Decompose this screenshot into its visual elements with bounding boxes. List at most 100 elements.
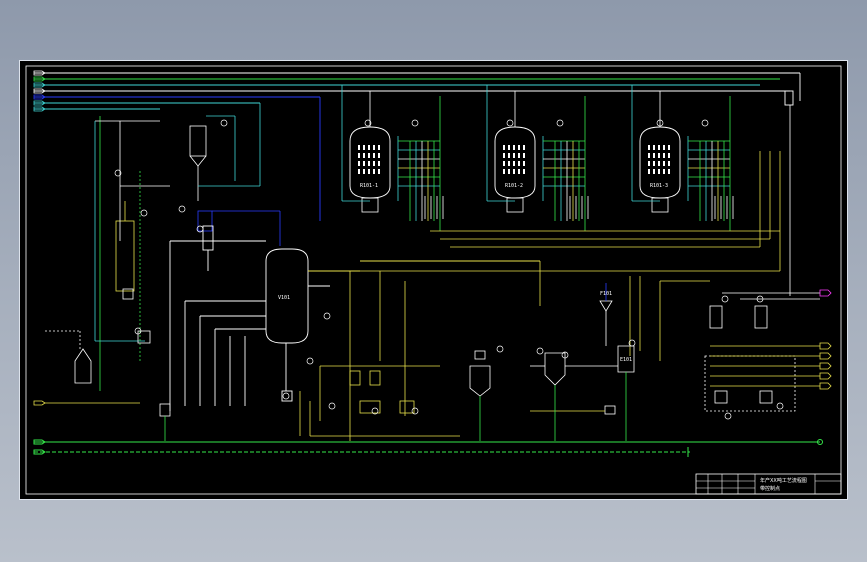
- instrument-bubble: [561, 351, 569, 359]
- right-section: [659, 105, 832, 412]
- instrument-bubble: [496, 345, 504, 353]
- catalyst-mark: [658, 145, 660, 150]
- instrument-bubble: [196, 225, 204, 233]
- catalyst-mark: [653, 161, 655, 166]
- reactor-train: R101-1 R101-2 R101-3: [341, 85, 734, 231]
- instrument-bubble: [282, 392, 290, 400]
- catalyst-mark: [653, 145, 655, 150]
- catalyst-mark: [368, 145, 370, 150]
- instrument-bubble: [114, 169, 122, 177]
- catalyst-mark: [513, 169, 515, 174]
- catalyst-mark: [663, 169, 665, 174]
- instrument-bubble: [536, 347, 544, 355]
- catalyst-mark: [368, 161, 370, 166]
- catalyst-mark: [358, 153, 360, 158]
- instrument-bubble: [724, 412, 732, 420]
- catalyst-mark: [648, 169, 650, 174]
- catalyst-mark: [378, 153, 380, 158]
- catalyst-mark: [523, 169, 525, 174]
- catalyst-mark: [513, 145, 515, 150]
- instrument-bubble: [411, 119, 419, 127]
- catalyst-mark: [373, 169, 375, 174]
- instrument-bubble: [328, 402, 336, 410]
- instrument-bubble: [656, 119, 664, 127]
- catalyst-mark: [653, 153, 655, 158]
- catalyst-mark: [503, 153, 505, 158]
- catalyst-mark: [358, 145, 360, 150]
- catalyst-mark: [373, 145, 375, 150]
- catalyst-mark: [523, 153, 525, 158]
- central-vessel-group: [169, 225, 540, 411]
- instrument-bubble: [134, 327, 142, 335]
- catalyst-mark: [663, 145, 665, 150]
- catalyst-mark: [523, 161, 525, 166]
- catalyst-mark: [668, 169, 670, 174]
- receiver-drum: [469, 365, 491, 397]
- yellow-headers: [299, 151, 781, 441]
- title-block: 年产XX吨工艺流程图 带控制点: [695, 473, 842, 495]
- instrument-bubble: [220, 119, 228, 127]
- catalyst-mark: [373, 153, 375, 158]
- instrument-bubble: [628, 339, 636, 347]
- instrument-bubble: [178, 205, 186, 213]
- left-section: [33, 116, 171, 441]
- reactor-skirt: [506, 197, 524, 213]
- catalyst-mark: [358, 161, 360, 166]
- catalyst-mark: [503, 145, 505, 150]
- instrument-bubble: [140, 209, 148, 217]
- reactor-vessel: [349, 126, 391, 199]
- catalyst-mark: [508, 145, 510, 150]
- instrument-bubble: [506, 119, 514, 127]
- title-line-2: 带控制点: [760, 485, 780, 492]
- condenser-tag: E101: [620, 357, 632, 363]
- catalyst-mark: [658, 161, 660, 166]
- equipment-tags: V101 F101 E101: [278, 291, 632, 363]
- reactor-unit: R101-2: [486, 85, 589, 231]
- catalyst-mark: [518, 145, 520, 150]
- utility-headers: [34, 72, 801, 221]
- catalyst-mark: [658, 169, 660, 174]
- catalyst-mark: [513, 153, 515, 158]
- reactor-unit: R101-1: [341, 85, 444, 231]
- catalyst-mark: [518, 153, 520, 158]
- catalyst-mark: [363, 161, 365, 166]
- reactor-tag: R101-1: [360, 183, 378, 189]
- reactor-tag: R101-3: [650, 183, 668, 189]
- instrument-bubble: [721, 295, 729, 303]
- filter-tag: F101: [600, 291, 612, 297]
- catalyst-mark: [658, 153, 660, 158]
- catalyst-mark: [378, 169, 380, 174]
- catalyst-mark: [668, 153, 670, 158]
- catalyst-mark: [358, 169, 360, 174]
- instrument-bubble: [701, 119, 709, 127]
- header-stream-arrows: [33, 70, 46, 112]
- catalyst-mark: [378, 161, 380, 166]
- catalyst-mark: [668, 161, 670, 166]
- reactor-tag: R101-2: [505, 183, 523, 189]
- catalyst-mark: [653, 169, 655, 174]
- reactor-vessel: [494, 126, 536, 199]
- catalyst-mark: [508, 153, 510, 158]
- storage-tank: [265, 248, 309, 344]
- catalyst-mark: [648, 161, 650, 166]
- instrument-bubble: [411, 407, 419, 415]
- catalyst-mark: [363, 169, 365, 174]
- catalyst-mark: [363, 153, 365, 158]
- catalyst-mark: [503, 161, 505, 166]
- instrument-bubble: [364, 119, 372, 127]
- catalyst-mark: [373, 161, 375, 166]
- instrument-bubble: [756, 295, 764, 303]
- catalyst-mark: [518, 169, 520, 174]
- instrument-bubbles: [114, 119, 784, 420]
- catalyst-mark: [668, 145, 670, 150]
- catalyst-mark: [368, 153, 370, 158]
- reactor-skirt: [651, 197, 669, 213]
- catalyst-mark: [513, 161, 515, 166]
- reactor-vessel: [639, 126, 681, 199]
- instrument-bubble: [776, 402, 784, 410]
- instrument-bubble: [323, 312, 331, 320]
- catalyst-mark: [363, 145, 365, 150]
- drawing-frame: R101-1 R101-2 R101-3: [19, 60, 848, 500]
- catalyst-mark: [508, 169, 510, 174]
- catalyst-mark: [648, 153, 650, 158]
